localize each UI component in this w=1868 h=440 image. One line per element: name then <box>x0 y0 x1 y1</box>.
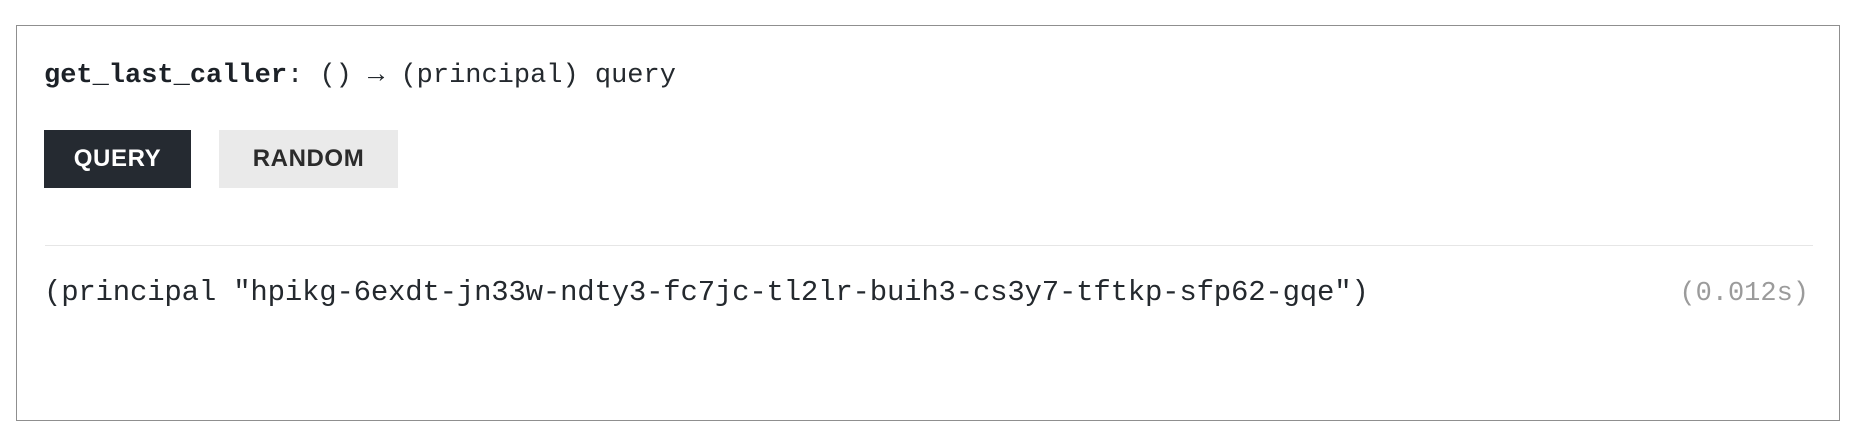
random-button[interactable]: RANDOM <box>219 130 398 189</box>
method-card-content: get_last_caller: () → (principal) query … <box>17 26 1839 310</box>
result-divider <box>45 245 1813 247</box>
result-row: (principal "hpikg-6exdt-jn33w-ndty3-fc7j… <box>44 276 1813 310</box>
method-signature-types: () → (principal) query <box>319 61 676 91</box>
method-signature: get_last_caller: () → (principal) query <box>44 60 1813 92</box>
method-actions: QUERY RANDOM <box>44 130 1813 189</box>
result-duration: (0.012s) <box>1679 279 1809 310</box>
method-name-separator: : <box>287 61 320 91</box>
method-name: get_last_caller <box>44 61 288 91</box>
candid-method-card: get_last_caller: () → (principal) query … <box>16 25 1840 421</box>
result-value: (principal "hpikg-6exdt-jn33w-ndty3-fc7j… <box>44 276 1369 310</box>
query-button[interactable]: QUERY <box>44 130 191 189</box>
